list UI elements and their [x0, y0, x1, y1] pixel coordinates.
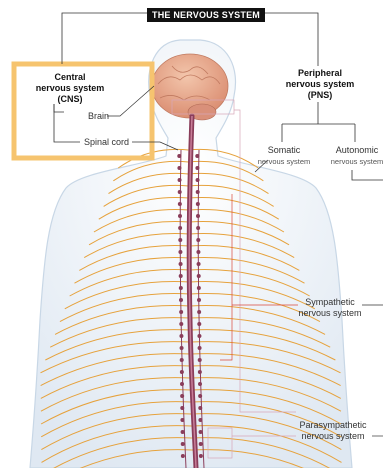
- ganglion: [180, 346, 184, 350]
- spinal-cord-label: Spinal cord: [84, 137, 129, 148]
- ganglion: [177, 154, 181, 158]
- pns-heading: Peripheral nervous system (PNS): [274, 68, 366, 101]
- ganglion: [198, 382, 202, 386]
- ganglion: [198, 406, 202, 410]
- pns-heading-line: nervous system: [274, 79, 366, 90]
- ganglion: [178, 190, 182, 194]
- ganglion: [197, 274, 201, 278]
- somatic-label: Somatic nervous system: [252, 145, 316, 167]
- ganglion: [197, 334, 201, 338]
- ganglion: [197, 262, 201, 266]
- ganglion: [198, 346, 202, 350]
- ganglion: [179, 298, 183, 302]
- cns-heading-line: nervous system: [22, 83, 118, 94]
- ganglion: [196, 214, 200, 218]
- ganglion: [197, 322, 201, 326]
- ganglion: [197, 298, 201, 302]
- ganglion: [198, 370, 202, 374]
- ganglion: [178, 238, 182, 242]
- ganglion: [178, 202, 182, 206]
- ganglion: [195, 154, 199, 158]
- ganglion: [199, 454, 203, 458]
- ganglion: [196, 226, 200, 230]
- autonomic-label-line: nervous system: [325, 156, 383, 167]
- ganglion: [198, 418, 202, 422]
- ganglion: [198, 394, 202, 398]
- ganglion: [178, 214, 182, 218]
- sympathetic-label-line: Sympathetic: [298, 297, 362, 308]
- ganglion: [180, 418, 184, 422]
- ganglion: [195, 166, 199, 170]
- cns-heading-line: (CNS): [22, 94, 118, 105]
- ganglion: [179, 286, 183, 290]
- ganglion: [179, 334, 183, 338]
- ganglion: [196, 238, 200, 242]
- pns-heading-line: (PNS): [274, 90, 366, 101]
- ganglion: [178, 226, 182, 230]
- ganglion: [181, 430, 185, 434]
- ganglion: [180, 370, 184, 374]
- ganglion: [198, 358, 202, 362]
- ganglion: [179, 322, 183, 326]
- ganglion: [180, 358, 184, 362]
- pns-heading-line: Peripheral: [274, 68, 366, 79]
- ganglion: [197, 310, 201, 314]
- somatic-label-line: Somatic: [252, 145, 316, 156]
- ganglion: [179, 262, 183, 266]
- ganglion: [181, 442, 185, 446]
- sympathetic-label: Sympathetic nervous system: [298, 297, 362, 319]
- diagram-title: THE NERVOUS SYSTEM: [147, 8, 265, 22]
- cns-heading-line: Central: [22, 72, 118, 83]
- ganglion: [180, 406, 184, 410]
- ganglion: [180, 382, 184, 386]
- sympathetic-label-line: nervous system: [298, 308, 362, 319]
- parasympathetic-label: Parasympathetic nervous system: [294, 420, 372, 442]
- autonomic-label: Autonomic nervous system: [325, 145, 383, 167]
- somatic-label-line: nervous system: [252, 156, 316, 167]
- ganglion: [178, 250, 182, 254]
- ganglion: [196, 250, 200, 254]
- ganglion: [179, 310, 183, 314]
- ganglion: [196, 190, 200, 194]
- cns-heading: Central nervous system (CNS): [22, 72, 118, 105]
- ganglion: [178, 178, 182, 182]
- ganglion: [180, 394, 184, 398]
- parasympathetic-label-line: nervous system: [294, 431, 372, 442]
- ganglion: [197, 286, 201, 290]
- autonomic-label-line: Autonomic: [325, 145, 383, 156]
- ganglion: [199, 442, 203, 446]
- ganglion: [181, 454, 185, 458]
- ganglion: [196, 202, 200, 206]
- ganglion: [179, 274, 183, 278]
- brain-label: Brain: [88, 111, 109, 122]
- ganglion: [196, 178, 200, 182]
- ganglion: [177, 166, 181, 170]
- parasympathetic-label-line: Parasympathetic: [294, 420, 372, 431]
- ganglion: [199, 430, 203, 434]
